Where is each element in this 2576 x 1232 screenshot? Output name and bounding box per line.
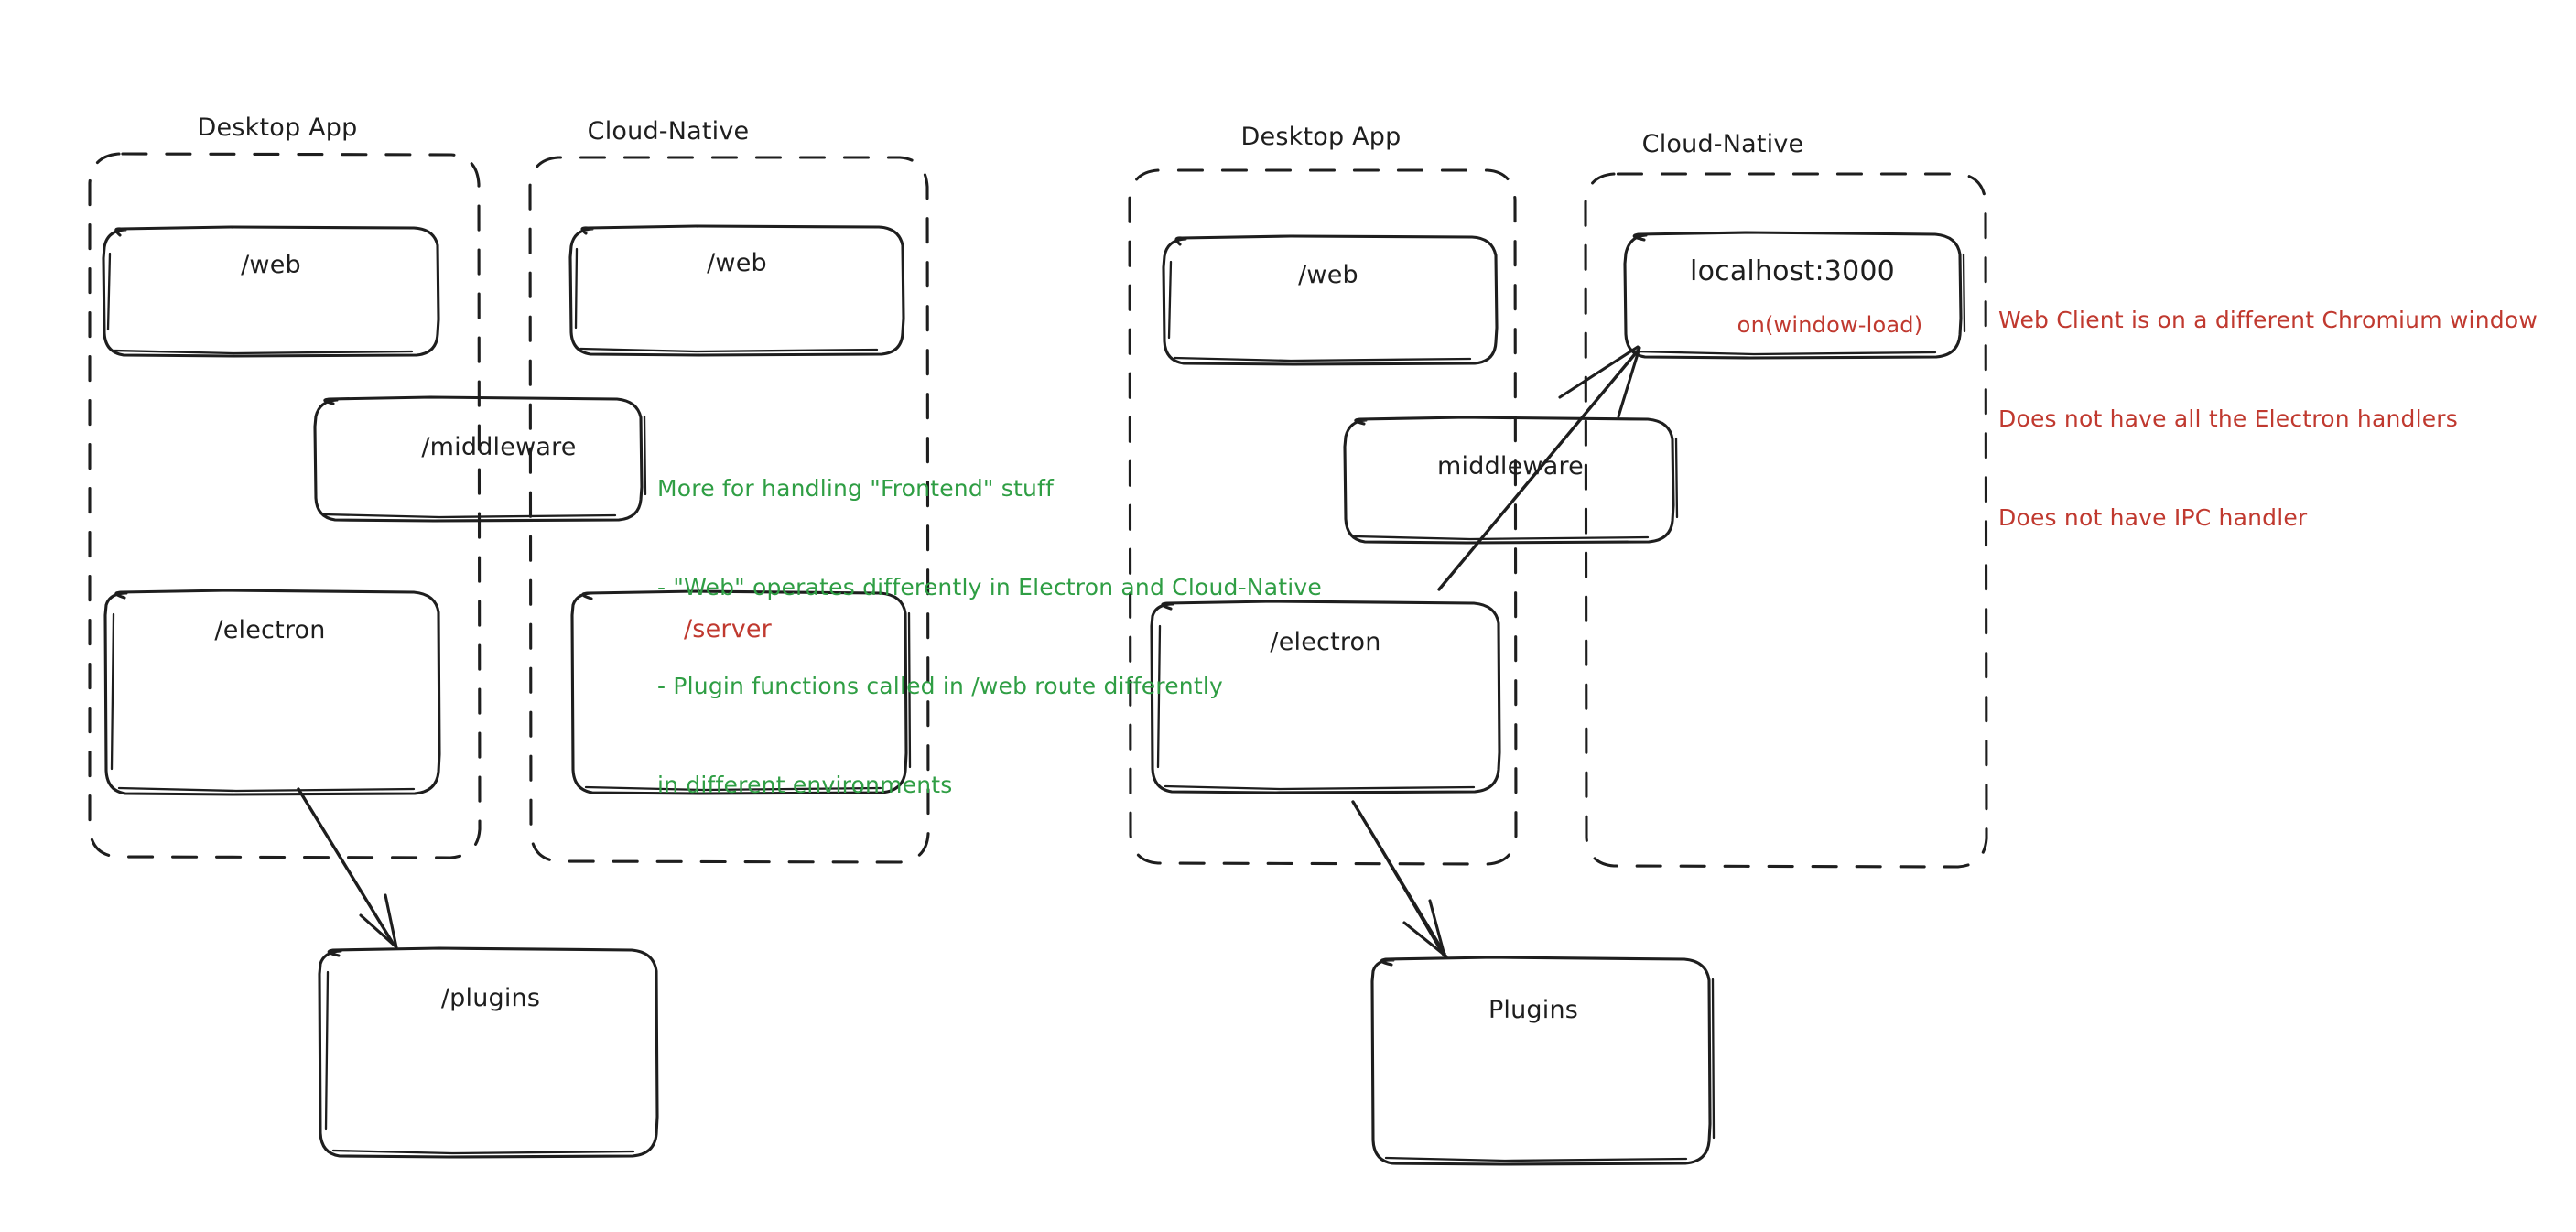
node-left-middleware	[313, 395, 647, 523]
node-label-right-middleware: middleware	[1437, 452, 1584, 481]
group-right-desktop-app	[1128, 168, 1518, 866]
group-title-left-cloud-native: Cloud-Native	[587, 117, 750, 146]
red-note-line-1: Web Client is on a different Chromium wi…	[1998, 307, 2538, 333]
annotation-green-note: More for handling "Frontend" stuff - "We…	[657, 406, 1322, 868]
edge-right-electron-to-localhost	[1437, 345, 1641, 591]
node-left-desktop-web	[102, 225, 440, 358]
green-note-line-4: in different environments	[657, 772, 953, 798]
red-note-line-3: Does not have IPC handler	[1998, 504, 2308, 531]
node-left-cloud-web	[568, 224, 905, 357]
node-label-left-electron: /electron	[214, 616, 326, 644]
node-label-left-cloud-web: /web	[707, 249, 767, 277]
group-right-cloud-native	[1584, 172, 1988, 869]
node-left-plugins	[318, 946, 659, 1159]
group-left-desktop-app	[88, 152, 482, 859]
edge-right-electron-to-plugins	[1351, 800, 1448, 958]
node-right-plugins	[1370, 956, 1716, 1166]
node-sublabel-right-localhost-on-window-load: on(window-load)	[1737, 312, 1923, 338]
group-title-right-desktop-app: Desktop App	[1240, 123, 1402, 151]
node-label-left-desktop-web: /web	[241, 251, 301, 279]
green-note-line-2: - "Web" operates differently in Electron…	[657, 574, 1322, 600]
group-left-cloud-native	[528, 156, 930, 864]
node-left-electron	[103, 589, 441, 796]
green-note-line-3: - Plugin functions called in /web route …	[657, 673, 1223, 699]
node-right-middleware	[1343, 416, 1679, 545]
group-title-left-desktop-app: Desktop App	[197, 113, 358, 142]
red-note-line-2: Does not have all the Electron handlers	[1998, 405, 2459, 432]
node-right-desktop-web	[1162, 234, 1499, 366]
green-note-line-1: More for handling "Frontend" stuff	[657, 475, 1055, 502]
node-left-server	[570, 589, 912, 795]
node-label-right-desktop-web: /web	[1298, 261, 1358, 289]
node-label-right-plugins: Plugins	[1488, 996, 1579, 1024]
node-label-left-middleware: /middleware	[421, 433, 577, 461]
annotation-red-note: Web Client is on a different Chromium wi…	[1998, 238, 2538, 600]
node-right-localhost	[1623, 231, 1966, 360]
group-title-right-cloud-native: Cloud-Native	[1641, 130, 1804, 158]
edge-left-electron-to-plugins	[297, 787, 398, 949]
node-label-left-plugins: /plugins	[440, 984, 541, 1012]
node-label-right-localhost: localhost:3000	[1690, 255, 1895, 287]
node-label-left-server: /server	[684, 615, 772, 643]
node-label-right-electron: /electron	[1270, 628, 1381, 656]
node-right-electron	[1150, 600, 1501, 794]
